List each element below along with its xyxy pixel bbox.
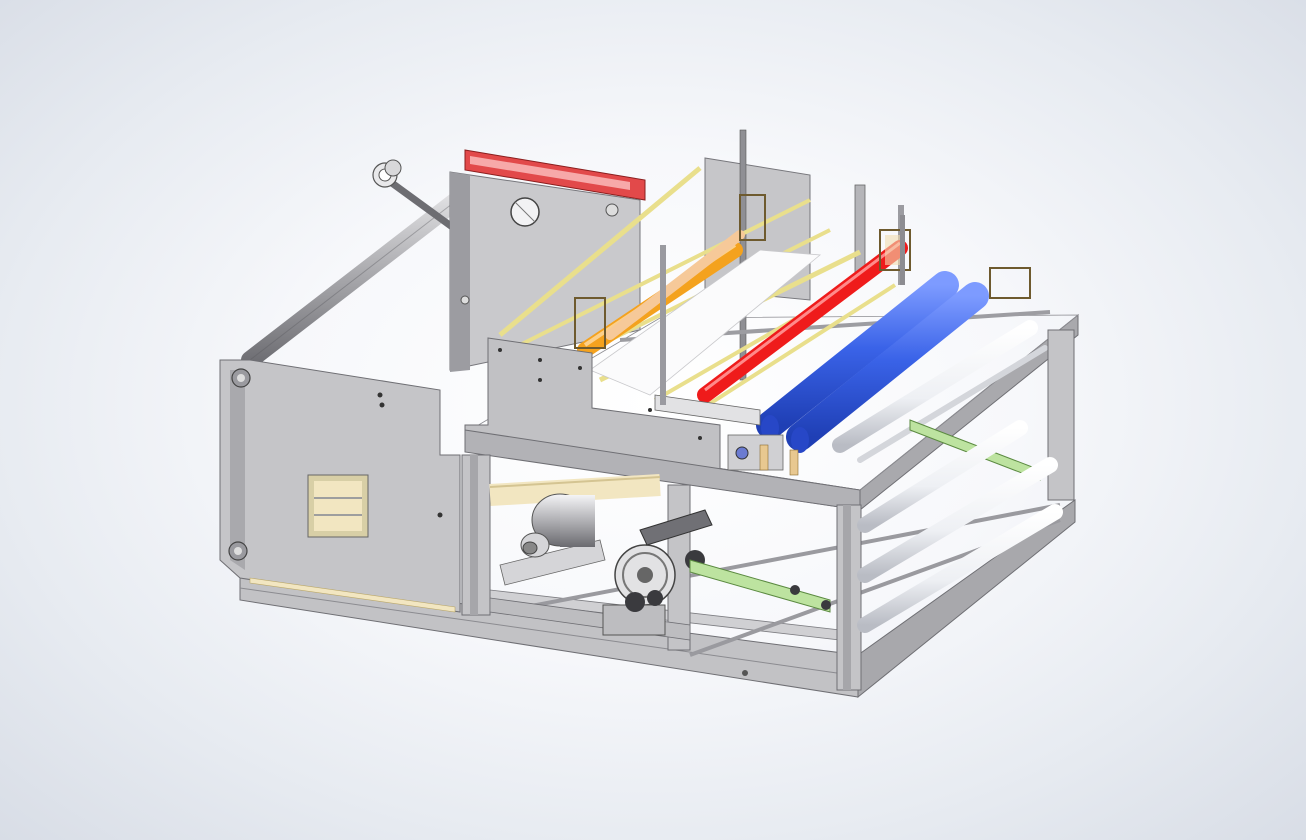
red-roller [697, 240, 908, 403]
drive-motor [499, 493, 606, 586]
left-side-plate [219, 359, 461, 613]
rear-panel [449, 149, 646, 372]
crank-wheel [602, 509, 713, 636]
feed-roller [489, 474, 661, 506]
white-rollers-lower [857, 420, 1063, 633]
blue-rollers [756, 271, 989, 453]
center-front-plate [464, 337, 861, 511]
edge-guides [574, 194, 1031, 405]
film-web [589, 249, 822, 396]
white-rollers-top [832, 320, 1048, 463]
